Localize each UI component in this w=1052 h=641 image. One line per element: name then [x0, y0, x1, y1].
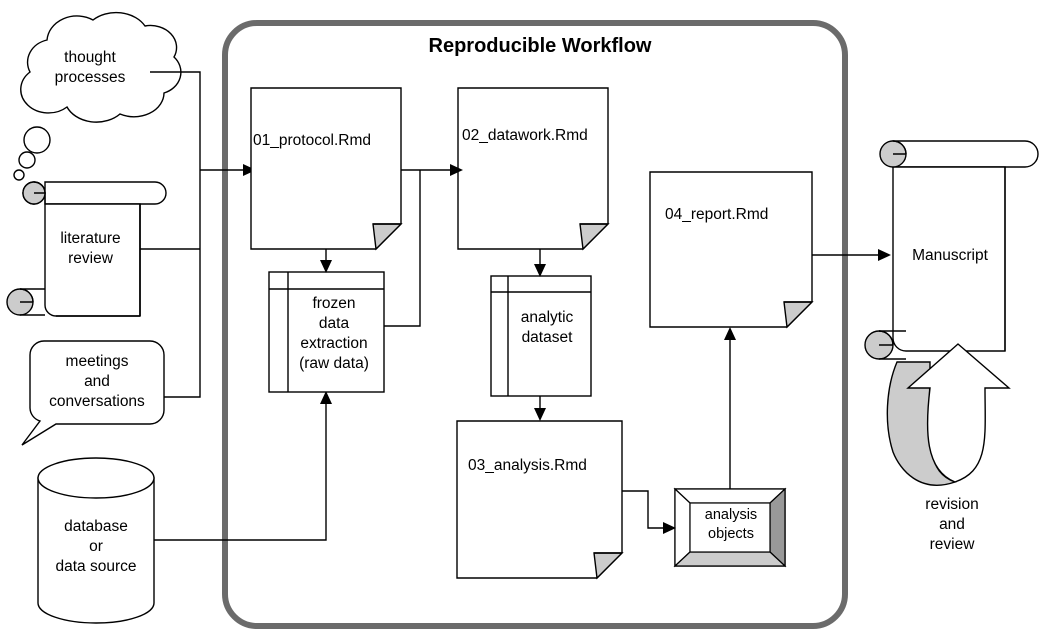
connector-analytic-to-analysis	[534, 396, 546, 421]
arrowhead-datawork-to-analytic	[534, 264, 546, 277]
arrowhead-analysis-to-objects	[663, 522, 676, 534]
meetings-conversations-bubble	[21, 340, 165, 446]
arrowhead-to-datawork	[450, 164, 463, 176]
connector-frozen-to-datawork	[384, 170, 421, 327]
arrowhead-objects-to-report	[724, 327, 736, 340]
arrowhead-analytic-to-analysis	[534, 408, 546, 421]
arrowhead-protocol-to-frozen	[320, 260, 332, 273]
connector-protocol-to-frozen	[320, 249, 332, 273]
arrowhead-to-protocol	[243, 164, 256, 176]
connector-database-to-frozen	[154, 391, 332, 541]
page-title: Reproducible Workflow	[428, 35, 652, 57]
connector-inputs-bus	[140, 71, 256, 398]
connector-analysis-to-objects	[622, 490, 676, 534]
connector-report-to-manuscript	[812, 249, 891, 261]
database-cylinder	[37, 457, 155, 624]
datastore-frozen-data	[268, 271, 385, 393]
reproducible-workflow-container	[222, 20, 848, 629]
connector-objects-to-report	[724, 327, 736, 489]
connector-datawork-to-analytic	[534, 249, 546, 277]
arrowhead-to-frozen-data	[320, 391, 332, 404]
arrowhead-to-manuscript	[878, 249, 891, 261]
node-01-protocol	[250, 87, 403, 251]
manuscript-scroll	[864, 140, 1039, 360]
datastore-analytic-dataset	[490, 275, 592, 397]
node-02-datawork	[457, 87, 610, 251]
connector-protocol-to-datawork	[401, 164, 463, 176]
revision-review-arrow	[886, 343, 1011, 486]
literature-review-scroll	[6, 181, 167, 317]
node-03-analysis	[456, 420, 624, 580]
node-04-report	[649, 171, 814, 329]
thought-processes-cloud	[13, 11, 182, 181]
datastore-analysis-objects	[673, 487, 787, 568]
